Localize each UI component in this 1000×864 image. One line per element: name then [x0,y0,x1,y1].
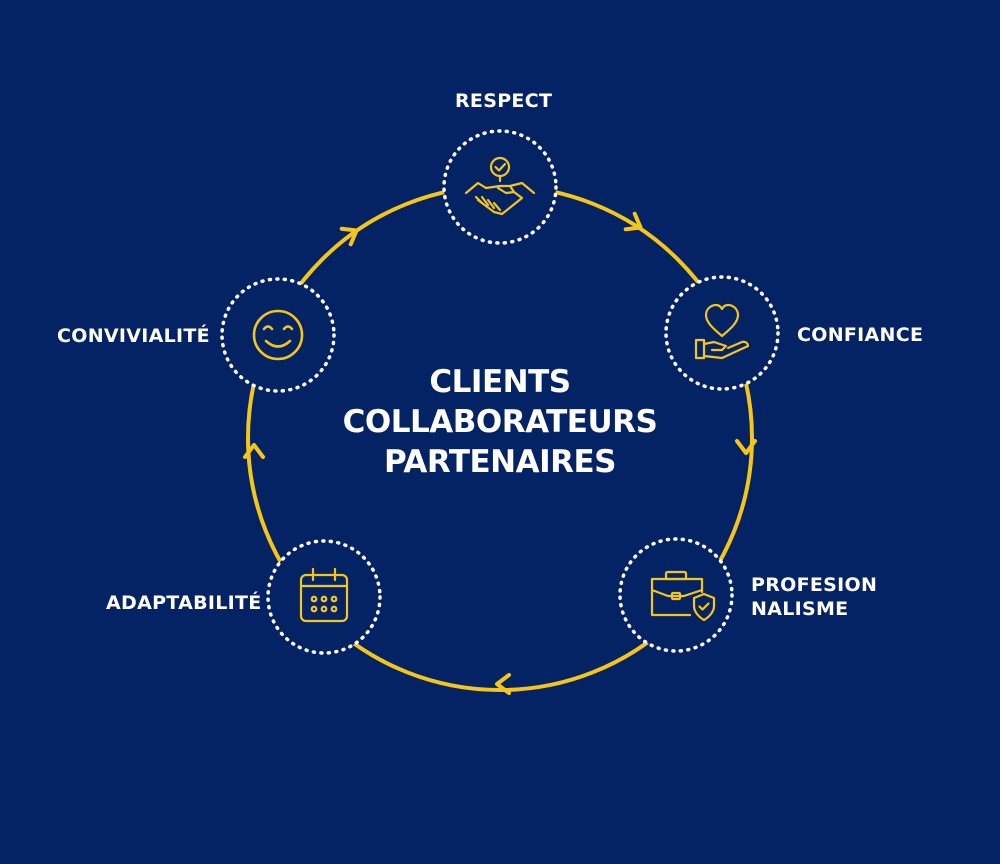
label-adaptabilite: ADAPTABILITÉ [106,591,262,615]
label-convivialite-text: CONVIVIALITÉ [57,325,210,347]
center-title-line-clients: CLIENTS [429,364,571,400]
arrow-adaptabilite-to-convivialite [243,443,265,459]
node-adaptabilite [266,539,382,655]
label-respect: RESPECT [455,89,552,113]
label-professionnalisme: PROFESION NALISME [751,573,877,621]
node-respect [442,129,558,245]
arrow-confiance-to-professionnalisme [735,439,757,455]
label-professionnalisme-line-1: PROFESION [751,574,878,596]
center-title-line-collaborateurs: COLLABORATEURS [342,404,658,440]
label-professionnalisme-line-2: NALISME [751,598,849,620]
node-professionnalisme [618,537,734,653]
arrow-convivialite-to-respect [339,226,359,247]
label-adaptabilite-text: ADAPTABILITÉ [106,592,262,614]
node-confiance [664,275,780,391]
label-confiance: CONFIANCE [797,323,923,347]
briefcase-shield-icon [650,570,716,622]
label-confiance-text: CONFIANCE [797,324,924,346]
handshake-icon [464,156,536,216]
heart-hand-icon [694,303,750,360]
label-convivialite: CONVIVIALITÉ [57,324,210,348]
center-title: CLIENTS COLLABORATEURS PARTENAIRES [300,362,700,482]
arrow-respect-to-confiance [623,211,643,232]
arrow-professionnalisme-to-adaptabilite [495,673,511,695]
center-title-line-partenaires: PARTENAIRES [383,444,617,480]
label-respect-text: RESPECT [455,90,553,112]
calendar-icon [299,567,349,623]
smiley-icon [252,309,304,361]
node-convivialite [220,277,336,393]
